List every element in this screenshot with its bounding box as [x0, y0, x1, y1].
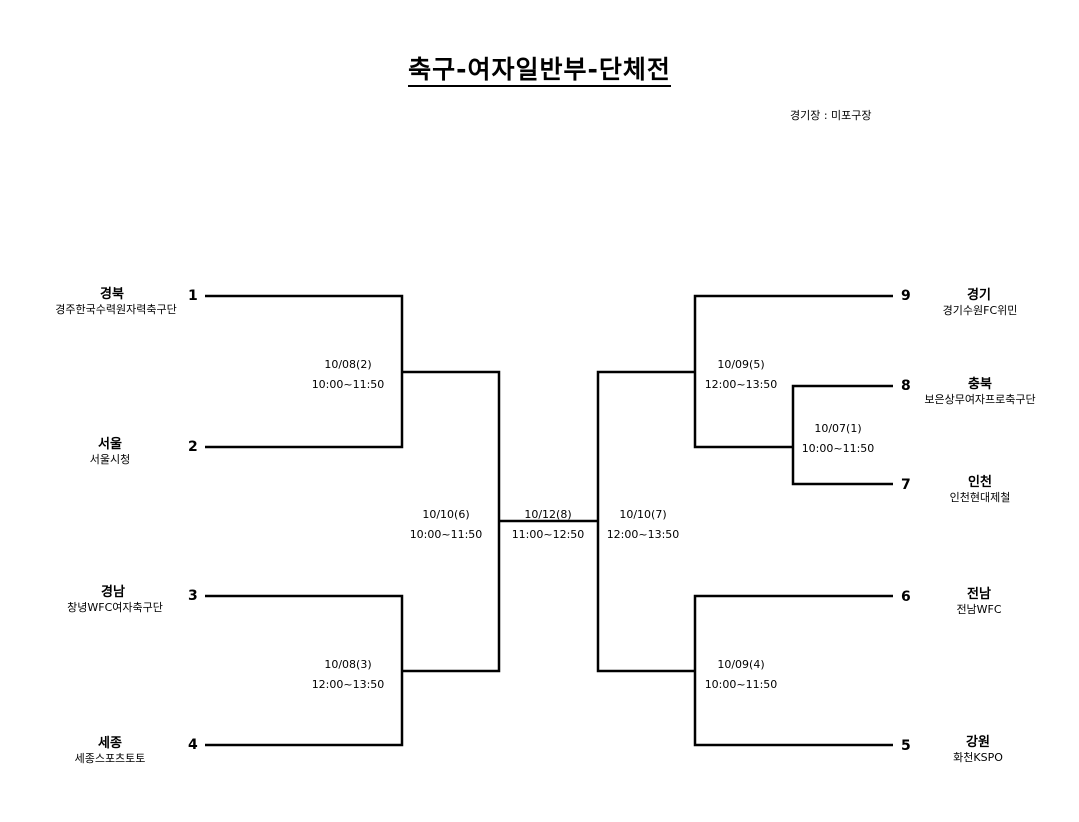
bracket-line-8-7: [791, 384, 893, 486]
match-date: 10/09(5): [717, 358, 765, 371]
region-label: 세종: [98, 736, 122, 751]
seed-number: 3: [188, 588, 198, 604]
seed-number: 7: [901, 477, 911, 493]
seed-number: 9: [901, 288, 911, 304]
match-time: 10:00~11:50: [801, 442, 875, 455]
match-date: 10/10(7): [619, 508, 667, 521]
seed-number: 8: [901, 378, 911, 394]
seed-number: 1: [188, 288, 198, 304]
match-date: 10/10(6): [422, 508, 470, 521]
match-date: 10/08(3): [324, 658, 372, 671]
region-label: 경기: [967, 288, 991, 303]
region-label: 전남: [967, 587, 991, 602]
title-text: 축구-여자일반부-단체전: [408, 55, 671, 87]
match-time: 12:00~13:50: [606, 528, 680, 541]
team-name: 경기수원FC위민: [942, 304, 1018, 317]
team-name: 창녕WFC여자축구단: [67, 601, 163, 614]
seed-number: 6: [901, 589, 911, 605]
bracket-line-1-2: [205, 294, 404, 449]
bracket-line-3-4: [205, 594, 404, 747]
match-date: 10/12(8): [524, 508, 572, 521]
region-label: 충북: [968, 377, 992, 392]
team-name: 보은상무여자프로축구단: [924, 393, 1036, 406]
region-label: 경북: [100, 287, 124, 302]
page-title: 축구-여자일반부-단체전: [0, 50, 1079, 87]
team-name: 인천현대제철: [949, 491, 1011, 504]
seed-number: 4: [188, 737, 198, 753]
match-date: 10/09(4): [717, 658, 765, 671]
match-date: 10/08(2): [324, 358, 372, 371]
team-name: 세종스포츠토토: [74, 752, 146, 765]
match-time: 10:00~11:50: [409, 528, 483, 541]
team-name: 서울시청: [89, 453, 131, 466]
match-time: 12:00~13:50: [704, 378, 778, 391]
match-date: 10/07(1): [814, 422, 862, 435]
region-label: 인천: [968, 475, 992, 490]
seed-number: 5: [901, 738, 911, 754]
bracket-line-left-final: [402, 370, 501, 673]
region-label: 강원: [966, 735, 990, 750]
seed-number: 2: [188, 439, 198, 455]
match-time: 12:00~13:50: [311, 678, 385, 691]
region-label: 경남: [101, 585, 125, 600]
team-name: 화천KSPO: [953, 751, 1003, 764]
team-name: 전남WFC: [956, 603, 1002, 616]
region-label: 서울: [98, 437, 122, 452]
match-time: 10:00~11:50: [311, 378, 385, 391]
venue-label: 경기장 : 미포구장: [790, 109, 872, 122]
match-time: 10:00~11:50: [704, 678, 778, 691]
bracket-line-right-final: [596, 370, 695, 673]
team-name: 경주한국수력원자력축구단: [55, 303, 177, 316]
match-time: 11:00~12:50: [511, 528, 585, 541]
